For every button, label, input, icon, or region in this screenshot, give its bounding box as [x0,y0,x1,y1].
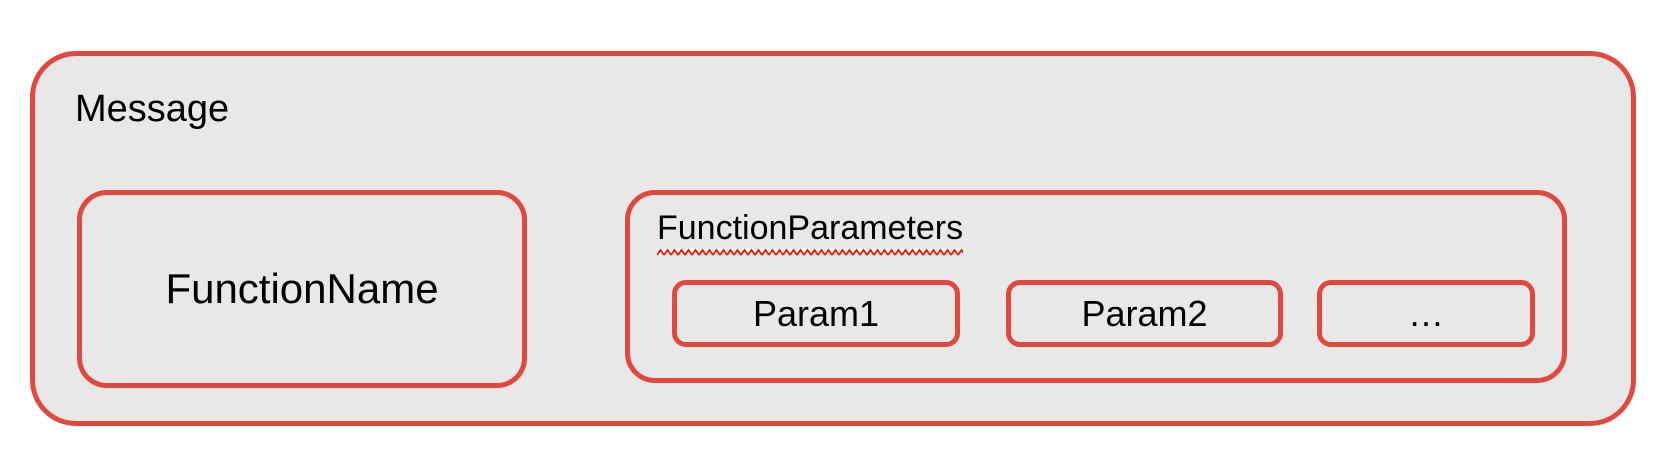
param1-box: Param1 [672,280,960,347]
function-parameters-header: FunctionParameters [657,209,964,258]
function-name-label: FunctionName [165,265,439,312]
message-label: Message [75,88,230,130]
message-box: Message FunctionName FunctionParameters [30,51,1636,426]
param2-box: Param2 [1006,280,1283,347]
param-ellipsis-label: … [1408,292,1444,334]
param-ellipsis-box: … [1317,280,1535,347]
param2-label: Param2 [1081,292,1208,334]
spellcheck-squiggle-underline-icon [657,248,964,258]
function-parameters-box: FunctionParameters Param1 Param2 [625,190,1567,383]
function-name-box: FunctionName [77,190,527,388]
param1-label: Param1 [752,292,880,334]
function-parameters-label: FunctionParameters [657,209,964,247]
